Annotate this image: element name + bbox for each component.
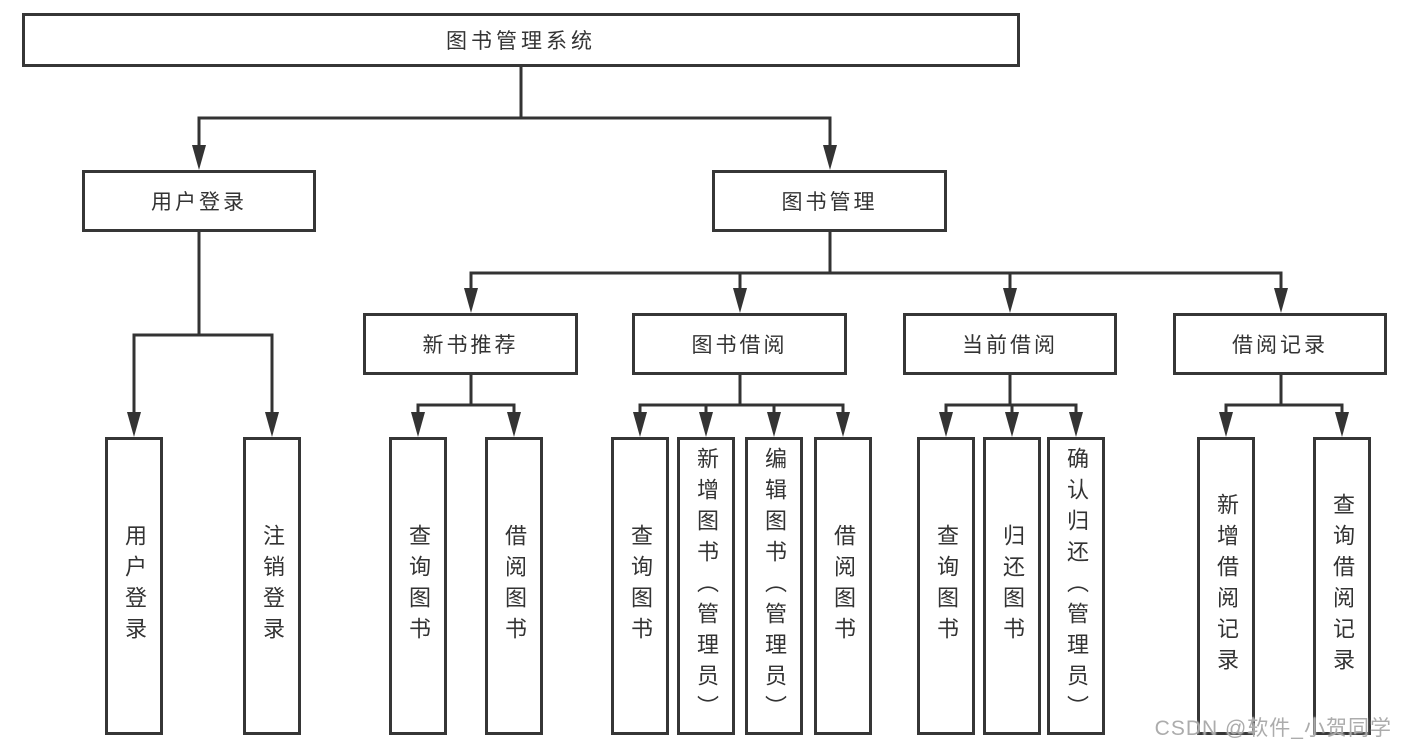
node-new-book-recommend-label: 新书推荐 <box>422 334 519 357</box>
leaf-return-book-label: 归还图书 <box>1000 524 1025 648</box>
leaf-return-book: 归还图书 <box>983 437 1041 735</box>
leaf-add-book-admin-label: 新增图书（管理员） <box>694 446 719 726</box>
leaf-borrow-books-borrow-label: 借阅图书 <box>831 524 856 648</box>
connector-book-management-to-level3 <box>464 232 1288 313</box>
connector-book-borrow-to-leaves <box>633 375 850 437</box>
node-book-management-label: 图书管理 <box>781 191 878 214</box>
connector-user-login-to-leaves <box>127 232 279 437</box>
leaf-query-books-newbooks: 查询图书 <box>389 437 447 735</box>
node-book-borrowing: 图书借阅 <box>632 313 847 375</box>
node-book-management: 图书管理 <box>712 170 947 232</box>
connector-borrow-records-to-leaves <box>1219 375 1349 437</box>
node-root: 图书管理系统 <box>22 13 1020 67</box>
leaf-add-borrow-record-label: 新增借阅记录 <box>1214 493 1239 679</box>
leaf-edit-book-admin-label: 编辑图书（管理员） <box>762 446 787 726</box>
leaf-borrow-books-borrow: 借阅图书 <box>814 437 872 735</box>
leaf-query-books-borrow: 查询图书 <box>611 437 669 735</box>
leaf-add-book-admin: 新增图书（管理员） <box>677 437 735 735</box>
leaf-edit-book-admin: 编辑图书（管理员） <box>745 437 803 735</box>
leaf-borrow-books-newbooks: 借阅图书 <box>485 437 543 735</box>
leaf-add-borrow-record: 新增借阅记录 <box>1197 437 1255 735</box>
node-user-login-label: 用户登录 <box>151 191 247 214</box>
node-borrow-records-label: 借阅记录 <box>1232 334 1328 357</box>
leaf-logout-label: 注销登录 <box>260 524 285 648</box>
leaf-query-books-newbooks-label: 查询图书 <box>406 524 431 648</box>
leaf-query-books-current-label: 查询图书 <box>934 524 959 648</box>
node-current-borrowing-label: 当前借阅 <box>962 334 1058 357</box>
node-current-borrowing: 当前借阅 <box>903 313 1117 375</box>
node-borrow-records: 借阅记录 <box>1173 313 1387 375</box>
connector-new-books-to-leaves <box>411 375 521 437</box>
leaf-logout: 注销登录 <box>243 437 301 735</box>
node-user-login: 用户登录 <box>82 170 316 232</box>
leaf-query-books-borrow-label: 查询图书 <box>628 524 653 648</box>
leaf-user-login-label: 用户登录 <box>122 524 147 648</box>
node-new-book-recommend: 新书推荐 <box>363 313 578 375</box>
leaf-query-books-current: 查询图书 <box>917 437 975 735</box>
leaf-query-borrow-record-label: 查询借阅记录 <box>1330 493 1355 679</box>
node-root-label: 图书管理系统 <box>446 30 596 53</box>
connector-root-to-level2 <box>192 67 837 170</box>
leaf-query-borrow-record: 查询借阅记录 <box>1313 437 1371 735</box>
connector-current-borrow-to-leaves <box>939 375 1083 437</box>
csdn-watermark: CSDN @软件_小贺同学 <box>1154 717 1392 740</box>
leaf-confirm-return-admin-label: 确认归还（管理员） <box>1064 446 1089 726</box>
leaf-confirm-return-admin: 确认归还（管理员） <box>1047 437 1105 735</box>
leaf-borrow-books-newbooks-label: 借阅图书 <box>502 524 527 648</box>
leaf-user-login: 用户登录 <box>105 437 163 735</box>
node-book-borrowing-label: 图书借阅 <box>691 334 788 357</box>
